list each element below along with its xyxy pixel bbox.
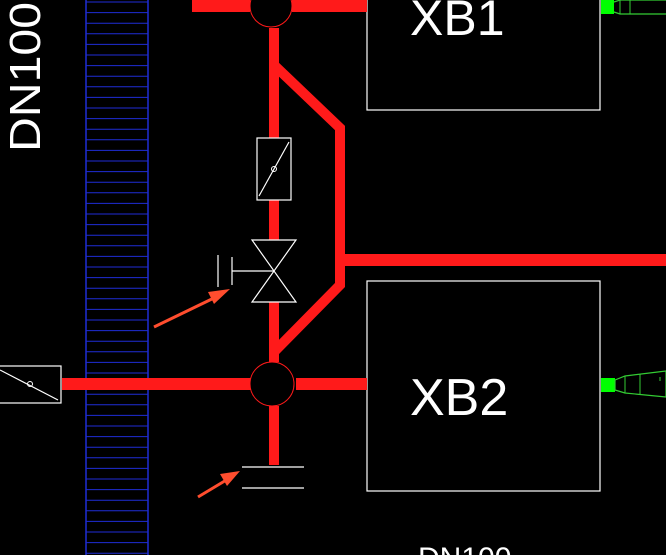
check-valve[interactable] [256,137,292,201]
red-pipe-network [62,0,666,465]
pipe-junction-bottom [249,361,295,407]
bottom-pipe-label: DN100 [418,542,511,555]
gate-valve-icon [250,239,298,273]
pipe-junction-icon [249,0,293,28]
gate-valve[interactable] [217,239,298,303]
check-valve-pivot [271,166,277,172]
annotation-arrow-cap [197,471,240,499]
pipe-junction-icon [249,361,295,407]
pipe-bypass-loop [270,61,345,356]
pipe-junction-top [249,0,293,28]
equipment-box-xb1[interactable]: XB1 [366,0,601,111]
hatched-wall-strip [85,0,149,555]
left-check-valve-diagonal [0,369,59,401]
pipe-cap[interactable] [242,466,304,489]
left-check-valve[interactable] [0,365,62,404]
hatch-lines [86,1,148,554]
xb1-label: XB1 [410,0,505,46]
xb1-outline [366,0,601,111]
annotation-arrow-head [220,471,240,486]
equipment-box-xb2[interactable]: XB2 [366,280,601,492]
annotation-arrow-icon [197,477,229,499]
hose-nozzle-icon [613,0,666,3]
left-check-valve-pivot [27,381,33,387]
vertical-pipe-label: DN100 [1,2,50,152]
annotation-arrow-valve [153,289,230,329]
hose-nozzle-lower[interactable] [601,370,666,398]
annotation-arrow-head [208,289,230,304]
connector-green-block [601,378,615,392]
xb2-label: XB2 [410,369,508,427]
hose-nozzle-upper[interactable] [601,0,666,15]
check-valve-diagonal [258,141,290,197]
gate-valve-lower [250,269,298,303]
annotation-arrow-icon [153,295,217,329]
connector-green-block [601,0,614,14]
